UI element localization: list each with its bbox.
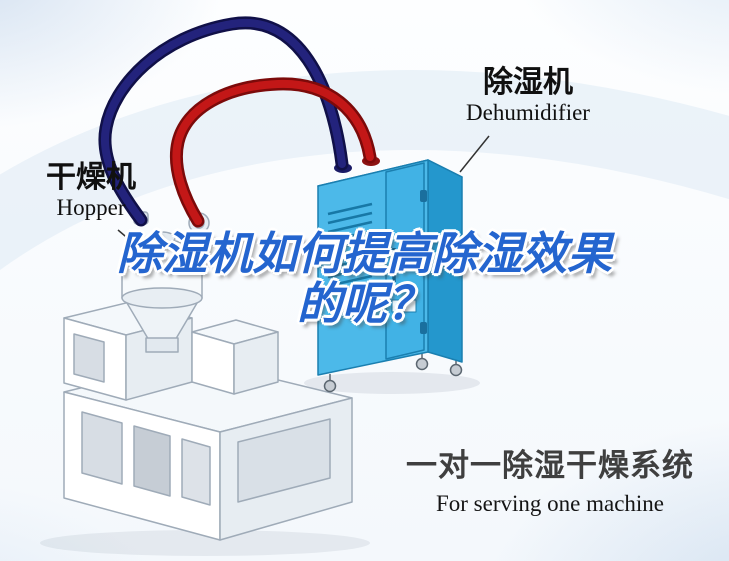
main-title-line1: 除湿机如何提高除湿效果 bbox=[116, 227, 612, 280]
red-hose bbox=[172, 79, 374, 225]
name-plate bbox=[391, 299, 417, 313]
hopper-lid-cap bbox=[148, 231, 176, 245]
main-title: 除湿机如何提高除湿效果 的呢？ bbox=[0, 228, 729, 327]
door-hinge bbox=[420, 258, 427, 270]
hopper-pointer-line bbox=[117, 229, 145, 253]
door-hinge bbox=[420, 190, 427, 202]
dehumidifier-shadow bbox=[304, 372, 480, 394]
molding-machine bbox=[63, 301, 353, 541]
machine-shadow bbox=[40, 530, 370, 556]
navy-hose bbox=[100, 18, 346, 224]
system-caption: 一对一除湿干燥系统 For serving one machine bbox=[400, 448, 700, 519]
dehumidifier-label-en: Dehumidifier bbox=[466, 100, 590, 125]
dehumidifier-label: 除湿机 Dehumidifier bbox=[448, 66, 608, 127]
dehumidifier-pointer-line bbox=[459, 135, 490, 173]
system-caption-cn: 一对一除湿干燥系统 bbox=[406, 448, 694, 483]
background-swoosh bbox=[0, 70, 729, 271]
air-hoses bbox=[98, 16, 377, 228]
hopper-label-en: Hopper bbox=[56, 195, 126, 220]
main-title-line2: 的呢？ bbox=[296, 276, 432, 330]
door-hinge bbox=[420, 322, 427, 334]
system-caption-en: For serving one machine bbox=[435, 490, 665, 516]
vent-slats bbox=[327, 202, 373, 297]
dehumidifier-label-cn: 除湿机 bbox=[483, 66, 573, 99]
hopper-label: 干燥机 Hopper bbox=[36, 161, 146, 222]
caster-wheels bbox=[323, 353, 463, 393]
hopper-label-cn: 干燥机 bbox=[46, 161, 136, 194]
dehumidifier-illustration bbox=[317, 156, 463, 393]
